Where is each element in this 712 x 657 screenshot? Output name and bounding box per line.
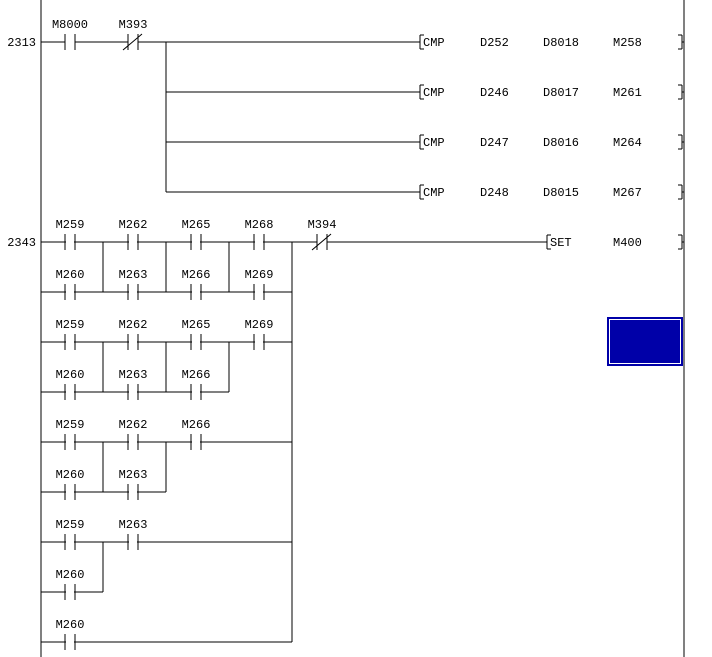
no-contact[interactable]: M269 [245, 268, 274, 300]
contact-label: M269 [245, 318, 274, 332]
no-contact[interactable]: M265 [182, 318, 211, 350]
no-contact[interactable]: M266 [182, 268, 211, 300]
nc-slash [311, 233, 332, 251]
no-contact[interactable]: M266 [182, 368, 211, 400]
contact-label: M259 [56, 418, 85, 432]
no-contact[interactable]: M260 [56, 468, 85, 500]
instruction-operand: D8015 [543, 186, 579, 200]
contact-label: M260 [56, 268, 85, 282]
instruction-op: CMP [423, 186, 445, 200]
selection-cursor[interactable] [607, 317, 683, 366]
no-contact[interactable]: M262 [119, 318, 148, 350]
contact-label: M266 [182, 368, 211, 382]
contact-label: M259 [56, 218, 85, 232]
contact-label: M263 [119, 368, 148, 382]
contact-label: M260 [56, 568, 85, 582]
contact-label: M263 [119, 468, 148, 482]
contact-label: M260 [56, 468, 85, 482]
contact-label: M263 [119, 518, 148, 532]
step-number: 2313 [7, 36, 36, 50]
instruction-operand: M400 [613, 236, 642, 250]
no-contact[interactable]: M269 [245, 318, 274, 350]
instruction-operand: D246 [480, 86, 509, 100]
no-contact[interactable]: M260 [56, 618, 85, 650]
no-contact[interactable]: M263 [119, 368, 148, 400]
instruction-operand: M258 [613, 36, 642, 50]
no-contact[interactable]: M262 [119, 218, 148, 250]
instruction-op: CMP [423, 86, 445, 100]
contact-label: M263 [119, 268, 148, 282]
no-contact[interactable]: M259 [56, 418, 85, 450]
contact-label: M259 [56, 318, 85, 332]
contact-label: M266 [182, 418, 211, 432]
instruction-operand: M267 [613, 186, 642, 200]
contact-label: M260 [56, 368, 85, 382]
instruction-operand: D8018 [543, 36, 579, 50]
contact-label: M269 [245, 268, 274, 282]
no-contact[interactable]: M262 [119, 418, 148, 450]
no-contact[interactable]: M266 [182, 418, 211, 450]
no-contact[interactable]: M8000 [52, 18, 88, 50]
instruction-op: SET [550, 236, 572, 250]
contact-label: M259 [56, 518, 85, 532]
instruction-operand: D248 [480, 186, 509, 200]
instruction-operand: D8017 [543, 86, 579, 100]
contact-label: M260 [56, 618, 85, 632]
no-contact[interactable]: M259 [56, 218, 85, 250]
no-contact[interactable]: M263 [119, 468, 148, 500]
step-number: 2343 [7, 236, 36, 250]
contact-label: M262 [119, 218, 148, 232]
nc-contact[interactable]: M394 [308, 218, 337, 251]
contact-label: M393 [119, 18, 148, 32]
nc-slash [122, 33, 143, 51]
no-contact[interactable]: M265 [182, 218, 211, 250]
no-contact[interactable]: M263 [119, 518, 148, 550]
contact-label: M265 [182, 318, 211, 332]
contact-label: M262 [119, 318, 148, 332]
instruction-operand: M264 [613, 136, 642, 150]
instruction-operand: D247 [480, 136, 509, 150]
no-contact[interactable]: M259 [56, 518, 85, 550]
contact-label: M268 [245, 218, 274, 232]
no-contact[interactable]: M260 [56, 368, 85, 400]
contact-label: M8000 [52, 18, 88, 32]
no-contact[interactable]: M268 [245, 218, 274, 250]
instruction-op: CMP [423, 36, 445, 50]
contact-label: M394 [308, 218, 337, 232]
contact-label: M262 [119, 418, 148, 432]
contact-label: M266 [182, 268, 211, 282]
nc-contact[interactable]: M393 [119, 18, 148, 51]
no-contact[interactable]: M260 [56, 568, 85, 600]
instruction-op: CMP [423, 136, 445, 150]
no-contact[interactable]: M263 [119, 268, 148, 300]
no-contact[interactable]: M259 [56, 318, 85, 350]
instruction-operand: D8016 [543, 136, 579, 150]
no-contact[interactable]: M260 [56, 268, 85, 300]
instruction-operand: M261 [613, 86, 642, 100]
instruction-operand: D252 [480, 36, 509, 50]
contact-label: M265 [182, 218, 211, 232]
